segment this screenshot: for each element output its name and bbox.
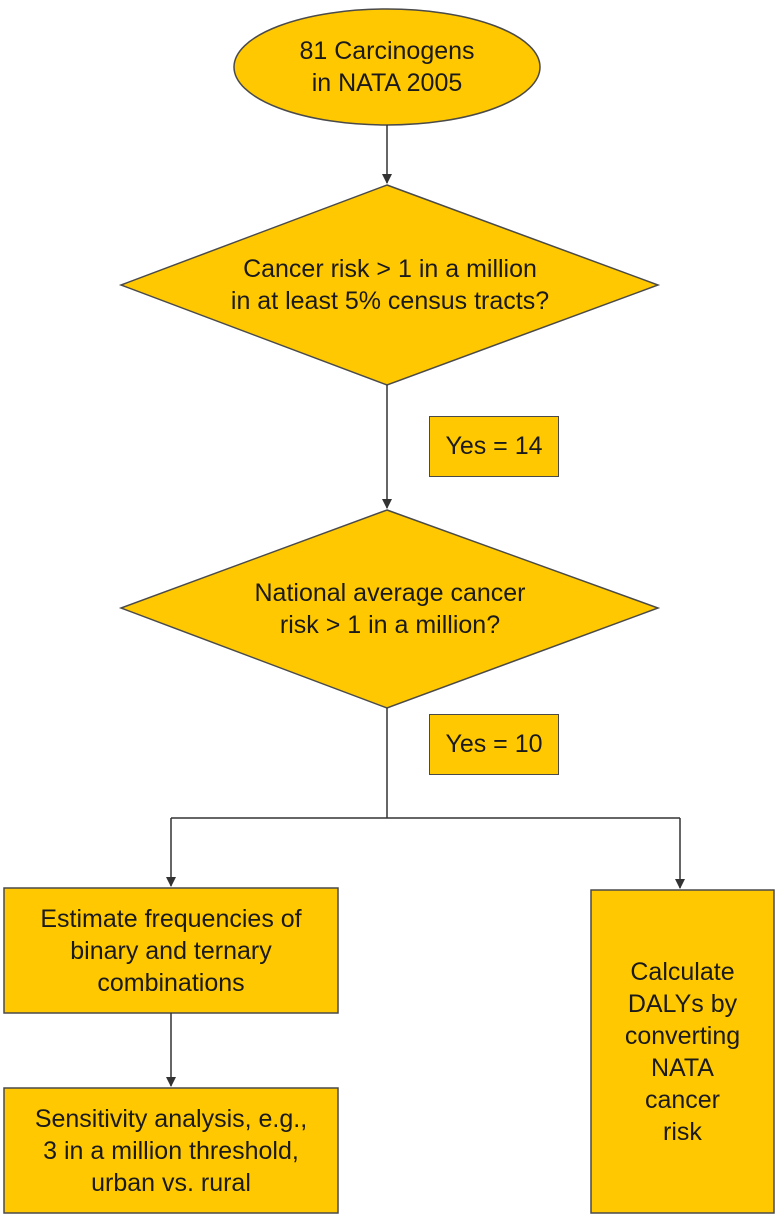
start-node-text: 81 Carcinogens in NATA 2005 [299,37,475,97]
sensitivity-box [3,1087,339,1214]
sensitivity-text: Sensitivity analysis, e.g., 3 in a milli… [34,1104,308,1197]
yes-14-label: Yes = 14 [429,416,559,477]
yes-10-label: Yes = 10 [429,714,559,775]
decision1-text: Cancer risk > 1 in a million in at least… [230,255,550,315]
estimate-text: Estimate frequencies of binary and terna… [40,904,302,997]
dalys-box [590,889,775,1214]
decision2-text: National average cancer risk > 1 in a mi… [254,579,526,639]
dalys-text: Calculate DALYs by converting NATA cance… [624,957,741,1146]
